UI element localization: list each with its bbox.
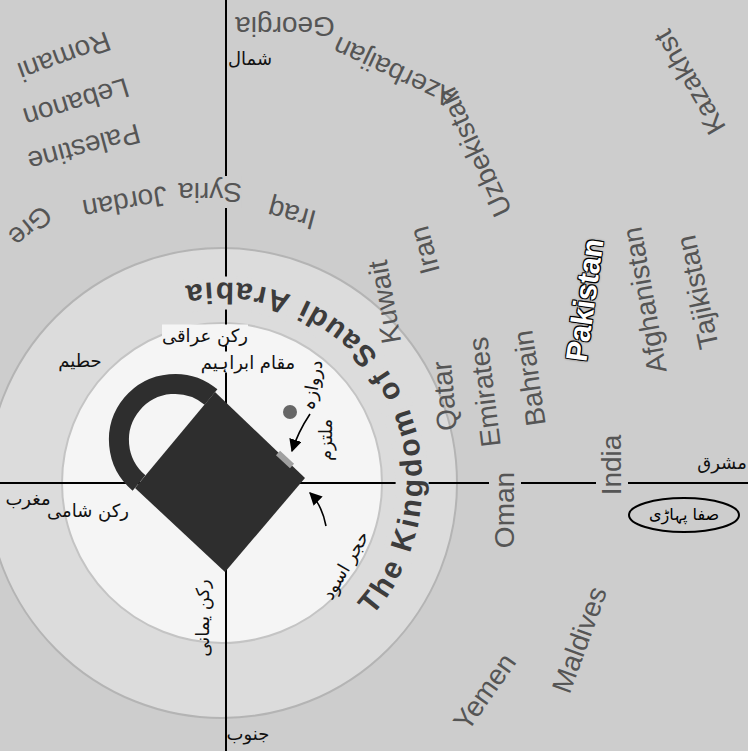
arc-letter: b xyxy=(214,276,235,309)
urdu-label: شمال xyxy=(228,48,272,69)
maqam-dot xyxy=(283,405,297,419)
north-south-axis xyxy=(225,0,227,751)
urdu-label: مشرق xyxy=(697,452,747,473)
urdu-label: جنوب xyxy=(227,723,270,744)
urdu-label: رکن شامی xyxy=(47,500,129,521)
arc-letter: g xyxy=(395,477,429,498)
urdu-label: رکن یمانی xyxy=(192,579,213,657)
country-label: Yemen xyxy=(447,648,523,737)
urdu-label: حطیم xyxy=(58,350,101,371)
country-label: Emirates xyxy=(462,335,507,449)
urdu-label: رکن عراقی xyxy=(162,325,248,346)
east-west-axis xyxy=(0,482,748,484)
urdu-label: دروازہ xyxy=(297,359,326,412)
kaaba-body xyxy=(135,392,305,572)
country-label: Afghanistan xyxy=(616,224,673,375)
urdu-label: مقام ابراہیم xyxy=(201,352,295,373)
country-label: Georgia xyxy=(235,10,335,42)
kaaba-door xyxy=(278,453,292,466)
ellipse-shape xyxy=(629,498,739,532)
country-label: Jordan xyxy=(80,179,170,225)
ellipse-node: صفا پہاڑی xyxy=(628,497,740,533)
urdu-label: مغرب xyxy=(5,488,50,509)
country-label: Tajikistan xyxy=(670,232,725,351)
country-label: Kazakhst xyxy=(647,24,732,140)
country-label: Gre xyxy=(2,199,58,254)
country-label: Uzbekistan xyxy=(431,82,519,221)
country-label-highlight: Pakistan xyxy=(560,237,611,364)
country-label: Kuwait xyxy=(362,258,408,346)
black-stone-leader xyxy=(310,493,326,526)
country-label: Bahrain xyxy=(507,328,552,428)
country-label: Qatar xyxy=(426,360,464,433)
country-label: Iraq xyxy=(265,192,320,235)
door-leader xyxy=(292,414,310,451)
node-text: صفا پہاڑی xyxy=(649,505,719,524)
country-label: Iran xyxy=(403,223,446,278)
urdu-label: ملتزم xyxy=(315,419,336,461)
country-label: Oman xyxy=(489,472,521,548)
country-label: Maldives xyxy=(546,583,614,698)
country-label: Syria xyxy=(178,176,242,208)
country-label: India xyxy=(596,435,628,496)
